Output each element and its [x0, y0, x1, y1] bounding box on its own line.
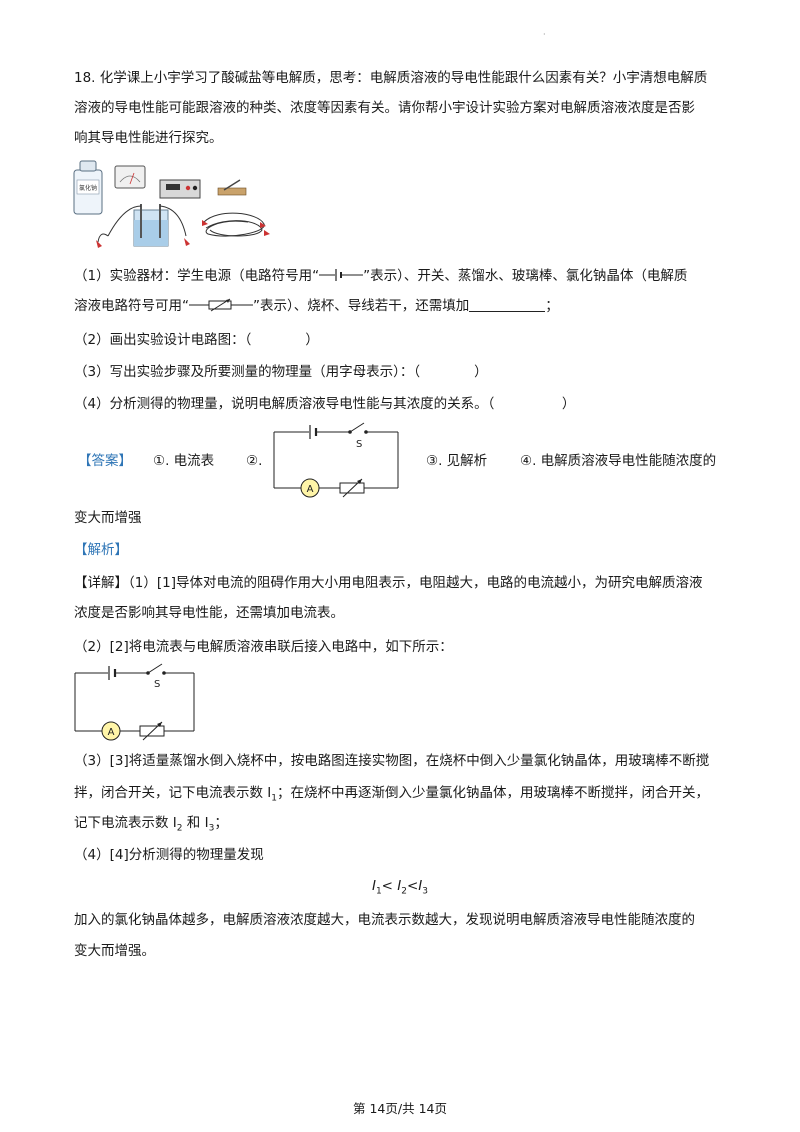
- apparatus-illustration: 氯化钠: [73, 160, 270, 248]
- sub-question-4: （4）分析测得的物理量，说明电解质溶液导电性能与其浓度的关系。（ ）: [74, 396, 576, 412]
- current-inequality-formula: I1< I2<I3: [0, 878, 800, 897]
- sub1-text-e: ；: [545, 298, 559, 314]
- ammeter-label: A: [108, 727, 115, 738]
- switch-pivot-icon: [348, 430, 352, 434]
- sub1-text-b: ”表示）、开关、蒸馏水、玻璃棒、氯化钠晶体（电解质: [363, 268, 688, 284]
- answer-1: ①. 电流表: [153, 453, 215, 469]
- answer-4: ④. 电解质溶液导电性能随浓度的: [520, 453, 717, 469]
- formula-part-c: <I: [407, 878, 423, 894]
- bottle-label: 氯化钠: [79, 184, 97, 192]
- subscript-2: 2: [176, 823, 183, 834]
- sub-question-2: （2）画出实验设计电路图：（ ）: [74, 332, 319, 348]
- beaker-icon: [133, 204, 169, 247]
- question-line-2: 溶液的导电性能可能跟溶液的种类、浓度等因素有关。请你帮小宇设计实验方案对电解质溶…: [74, 100, 695, 116]
- detail-paragraph-1a: 【详解】（1）[1]导体对电流的阻碍作用大小用电阻表示，电阻越大，电路的电流越小…: [74, 573, 702, 593]
- formula-sub-2: 2: [401, 886, 407, 897]
- ammeter-label: A: [307, 484, 314, 495]
- sub1-text-c: 溶液电路符号可用“: [74, 298, 189, 314]
- formula-sub-1: 1: [375, 886, 382, 897]
- page-mark: ·: [543, 30, 546, 39]
- analysis-circuit-diagram: S A: [74, 663, 195, 741]
- conclusion-line-2: 变大而增强。: [74, 943, 155, 959]
- wires-icon: [96, 205, 270, 248]
- formula-sub-3: 3: [422, 886, 429, 897]
- p3c-text: 记下电流表示数 I: [74, 815, 177, 831]
- detail-paragraph-3a: （3）[3]将适量蒸馏水倒入烧杯中，按电路图连接实物图，在烧杯中倒入少量氯化钠晶…: [74, 753, 710, 769]
- ammeter-icon: [300, 478, 320, 498]
- bottle-icon: 氯化钠: [73, 160, 103, 215]
- sub-question-1-line-1: （1）实验器材：学生电源（电路符号用“ ”表示）、开关、蒸馏水、玻璃棒、氯化钠晶体…: [74, 266, 687, 286]
- switch-pivot-icon: [146, 671, 150, 675]
- subscript-1: 1: [271, 793, 278, 804]
- analysis-tag: 【解析】: [74, 542, 128, 558]
- rheostat-arrow-icon: [157, 722, 162, 727]
- sub-question-3: （3）写出实验步骤及所要测量的物理量（用字母表示）：（ ）: [74, 364, 488, 380]
- detail-paragraph-3b: 拌，闭合开关，记下电流表示数 I1；在烧杯中再逐渐倒入少量氯化钠晶体，用玻璃棒不…: [74, 783, 709, 809]
- p3c-text-post: ；: [214, 815, 228, 831]
- sub1-text-d: ”表示）、烧杯、导线若干，还需填加: [253, 298, 470, 314]
- power-supply-icon: [159, 179, 201, 199]
- switch-contact-icon: [364, 430, 368, 434]
- page-footer: 第 14页/共 14页: [353, 1101, 447, 1116]
- subscript-3: 3: [208, 823, 215, 834]
- answer-tag: 【答案】: [78, 453, 132, 469]
- sub-question-1-line-2: 溶液电路符号可用“ ”表示）、烧杯、导线若干，还需填加 ；: [74, 296, 559, 316]
- detail-paragraph-2: （2）[2]将电流表与电解质溶液串联后接入电路中，如下所示：: [74, 639, 453, 655]
- answer-3: ③. 见解析: [426, 453, 488, 469]
- meter-icon: [114, 165, 146, 189]
- answer-4-continued: 变大而增强: [74, 510, 142, 526]
- detail-tag: 【详解】: [74, 575, 128, 591]
- formula-part-a: I: [371, 878, 376, 894]
- detail-text-1a: （1）[1]导体对电流的阻碍作用大小用电阻表示，电阻越大，电路的电流越小，为研究…: [128, 575, 703, 591]
- sub1-text-a: （1）实验器材：学生电源（电路符号用“: [74, 268, 320, 284]
- formula-part-b: < I: [381, 878, 402, 894]
- conclusion-line-1: 加入的氯化钠晶体越多，电解质溶液浓度越大，电流表示数越大，发现说明电解质溶液导电…: [74, 912, 695, 928]
- question-line-1: 18. 化学课上小宇学习了酸碱盐等电解质，思考：电解质溶液的导电性能跟什么因素有…: [74, 70, 708, 86]
- question-line-3: 响其导电性能进行探究。: [74, 130, 223, 146]
- fill-blank-line: [469, 297, 546, 312]
- switch-icon: [217, 179, 247, 196]
- ammeter-icon: [101, 721, 121, 741]
- answer-circuit-diagram: S A: [273, 422, 399, 498]
- variable-resistor-symbol-icon: [189, 298, 253, 312]
- detail-paragraph-1b: 浓度是否影响其导电性能，还需填加电流表。: [74, 605, 344, 621]
- switch-label: S: [154, 679, 160, 690]
- p3b-text-post: ；在烧杯中再逐渐倒入少量氯化钠晶体，用玻璃棒不断搅拌，闭合开关，: [277, 785, 710, 801]
- switch-contact-icon: [162, 671, 166, 675]
- switch-label: S: [356, 439, 362, 450]
- rheostat-arrow-icon: [357, 479, 362, 484]
- p3c-text-mid: 和 I: [182, 815, 209, 831]
- detail-paragraph-4: （4）[4]分析测得的物理量发现: [74, 847, 264, 863]
- detail-paragraph-3c: 记下电流表示数 I2 和 I3；: [74, 813, 228, 839]
- power-source-symbol-icon: [319, 269, 364, 281]
- answer-2-label: ②.: [246, 453, 263, 469]
- p3b-text: 拌，闭合开关，记下电流表示数 I: [74, 785, 272, 801]
